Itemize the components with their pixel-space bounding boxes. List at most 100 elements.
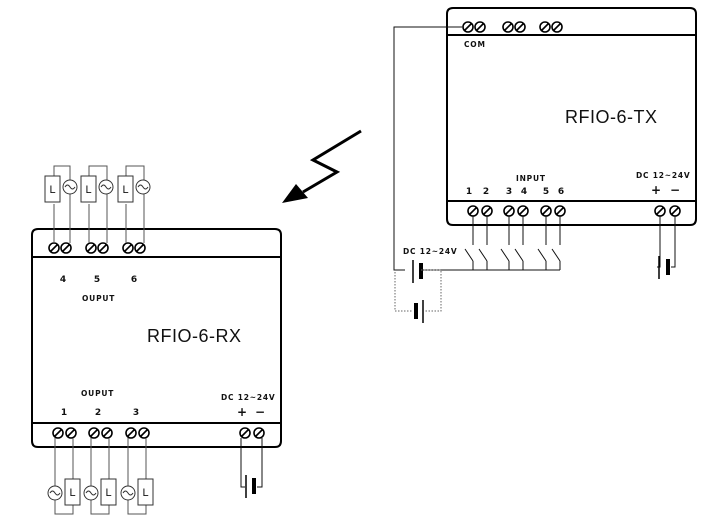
load-icon xyxy=(137,478,154,506)
battery-icon xyxy=(658,256,670,279)
tx-power-label: DC 12~24V xyxy=(636,171,691,180)
terminal-icon[interactable] xyxy=(554,205,566,217)
input-number: 5 xyxy=(543,187,549,197)
alt-supply-wire xyxy=(421,269,442,312)
rx-housing xyxy=(31,228,282,448)
ac-source-icon xyxy=(120,485,136,501)
bottom-output-label: OUPUT xyxy=(81,389,114,398)
terminal-icon[interactable] xyxy=(52,427,64,439)
tx-model-name: RFIO-6-TX xyxy=(565,107,658,127)
ac-source-icon xyxy=(98,179,114,195)
alt-supply-wire xyxy=(394,272,413,312)
input-number: 2 xyxy=(483,187,489,197)
load-icon xyxy=(100,478,117,506)
terminal-icon[interactable] xyxy=(467,205,479,217)
terminal-icon[interactable] xyxy=(97,242,109,254)
terminal-icon[interactable] xyxy=(502,21,514,33)
load-icon xyxy=(64,478,81,506)
load-circuit: L xyxy=(44,165,78,243)
load-circuit: L xyxy=(117,165,151,243)
load-symbol: L xyxy=(122,184,128,196)
terminal-icon[interactable] xyxy=(654,205,666,217)
terminal-icon[interactable] xyxy=(481,205,493,217)
tx-minus-sign: − xyxy=(670,183,680,197)
output-number: 5 xyxy=(94,275,100,285)
battery-icon xyxy=(414,300,424,323)
terminal-icon[interactable] xyxy=(85,242,97,254)
terminal-icon[interactable] xyxy=(138,427,150,439)
load-symbol: L xyxy=(69,487,75,499)
switch-icon xyxy=(500,216,510,270)
rx-power-supply xyxy=(240,438,263,498)
output-number: 3 xyxy=(133,408,139,418)
top-load-circuits: L L L xyxy=(44,165,151,243)
terminal-icon[interactable] xyxy=(239,427,251,439)
terminal-icon[interactable] xyxy=(48,242,60,254)
terminal-icon[interactable] xyxy=(514,21,526,33)
switch-icon xyxy=(537,216,547,270)
load-circuit: L xyxy=(80,165,114,243)
terminal-icon[interactable] xyxy=(65,427,77,439)
input-supply-label: DC 12~24V xyxy=(403,247,458,256)
rx-model-name: RFIO-6-RX xyxy=(147,326,242,346)
terminal-icon[interactable] xyxy=(88,427,100,439)
ac-source-icon xyxy=(135,179,151,195)
battery-icon xyxy=(412,260,423,283)
terminal-icon[interactable] xyxy=(503,205,515,217)
tx-housing xyxy=(446,7,697,226)
battery-icon xyxy=(245,475,256,498)
lightning-arrow-icon xyxy=(282,129,362,203)
switch-icon xyxy=(478,216,488,270)
output-number: 6 xyxy=(131,275,137,285)
bottom-load-circuits: L L L xyxy=(47,438,154,515)
terminal-icon[interactable] xyxy=(125,427,137,439)
terminal-icon[interactable] xyxy=(517,205,529,217)
load-circuit: L xyxy=(83,438,117,515)
terminal-icon[interactable] xyxy=(101,427,113,439)
load-circuit: L xyxy=(120,438,154,515)
switch-icon xyxy=(514,216,524,270)
output-number: 2 xyxy=(95,408,101,418)
terminal-icon[interactable] xyxy=(134,242,146,254)
receiver-module: 4 5 6 OUPUT RFIO-6-RX OUPUT 1 2 3 DC 12~… xyxy=(31,228,282,448)
input-number: 6 xyxy=(558,187,564,197)
rx-minus-sign: − xyxy=(255,405,265,419)
com-wire xyxy=(393,26,462,271)
input-number: 3 xyxy=(506,187,512,197)
terminal-icon[interactable] xyxy=(539,21,551,33)
output-number: 4 xyxy=(60,275,66,285)
terminal-icon[interactable] xyxy=(253,427,265,439)
terminal-icon[interactable] xyxy=(669,205,681,217)
ac-source-icon xyxy=(47,485,63,501)
ac-source-icon xyxy=(83,485,99,501)
switch-icon xyxy=(551,216,561,270)
input-label: INPUT xyxy=(516,174,546,183)
load-symbol: L xyxy=(85,184,91,196)
tx-power-supply xyxy=(657,216,676,279)
top-output-label: OUPUT xyxy=(82,294,115,303)
rx-power-label: DC 12~24V xyxy=(221,393,276,402)
terminal-icon[interactable] xyxy=(122,242,134,254)
load-symbol: L xyxy=(105,487,111,499)
load-icon xyxy=(44,175,61,203)
terminal-icon[interactable] xyxy=(540,205,552,217)
rx-plus-sign: + xyxy=(237,405,247,419)
transmitter-module: COM RFIO-6-TX INPUT 1 2 3 4 5 6 DC 12~24… xyxy=(446,7,697,226)
input-number: 4 xyxy=(521,187,527,197)
load-symbol: L xyxy=(142,487,148,499)
tx-plus-sign: + xyxy=(651,183,661,197)
com-label: COM xyxy=(464,40,486,49)
load-icon xyxy=(117,175,134,203)
output-number: 1 xyxy=(61,408,67,418)
switch-icon xyxy=(464,216,474,270)
load-circuit: L xyxy=(47,438,81,515)
load-symbol: L xyxy=(49,184,55,196)
ac-source-icon xyxy=(62,179,78,195)
terminal-icon[interactable] xyxy=(551,21,563,33)
terminal-icon[interactable] xyxy=(474,21,486,33)
load-icon xyxy=(80,175,97,203)
tx-top-terminals xyxy=(462,21,563,33)
terminal-icon[interactable] xyxy=(60,242,72,254)
terminal-icon[interactable] xyxy=(462,21,474,33)
input-number: 1 xyxy=(466,187,472,197)
